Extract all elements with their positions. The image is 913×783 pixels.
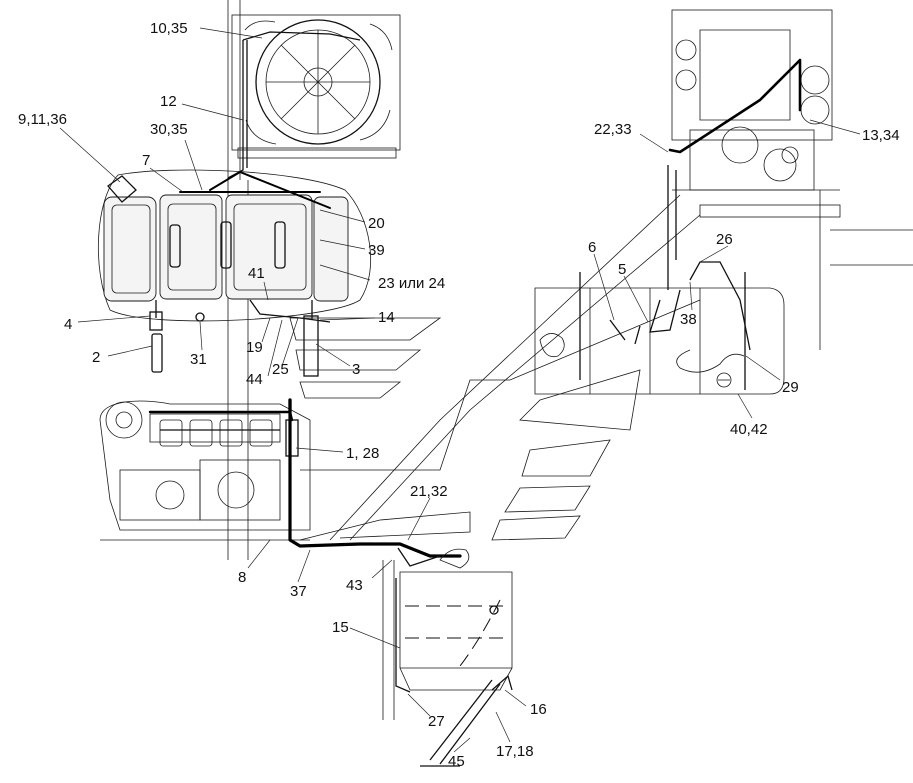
- callout-23-or-24: 23 или 24: [378, 275, 445, 292]
- callout-45: 45: [448, 753, 465, 770]
- engine-side-view: [99, 400, 311, 541]
- fuel-tank: [491, 250, 785, 541]
- callout-30-35: 30,35: [150, 121, 188, 138]
- callout-9-11-36: 9,11,36: [18, 111, 67, 128]
- callout-37: 37: [290, 583, 307, 600]
- callout-10-35: 10,35: [150, 20, 188, 37]
- main-harness-trunk: [288, 398, 462, 558]
- callout-40-42: 40,42: [730, 421, 768, 438]
- battery-compartment: [97, 169, 442, 399]
- callout-labels: 10,35 12 9,11,36 30,35 7 20 39 23 или 24…: [18, 20, 900, 770]
- callout-3: 3: [352, 361, 360, 378]
- callout-43: 43: [346, 577, 363, 594]
- callout-41: 41: [248, 265, 265, 282]
- bottom-tank-assembly: [382, 547, 513, 767]
- callout-17-18: 17,18: [496, 743, 534, 760]
- callout-25: 25: [272, 361, 289, 378]
- callout-8: 8: [238, 569, 246, 586]
- callout-13-34: 13,34: [862, 127, 900, 144]
- callout-14: 14: [378, 309, 395, 326]
- callout-6: 6: [588, 239, 596, 256]
- leader-lines: [59, 27, 861, 753]
- callout-12: 12: [160, 93, 177, 110]
- callout-31: 31: [190, 351, 207, 368]
- callout-21-32: 21,32: [410, 483, 448, 500]
- callout-4: 4: [64, 316, 72, 333]
- callout-1-28: 1, 28: [346, 445, 379, 462]
- callout-29: 29: [782, 379, 799, 396]
- callout-39: 39: [368, 242, 385, 259]
- callout-16: 16: [530, 701, 547, 718]
- callout-44: 44: [246, 371, 263, 388]
- engine-rear-view: [667, 9, 913, 350]
- callout-26: 26: [716, 231, 733, 248]
- callout-27: 27: [428, 713, 445, 730]
- callout-19: 19: [246, 339, 263, 356]
- callout-2: 2: [92, 349, 100, 366]
- callout-38: 38: [680, 311, 697, 328]
- callout-15: 15: [332, 619, 349, 636]
- callout-5: 5: [618, 261, 626, 278]
- callout-7: 7: [142, 152, 150, 169]
- callout-22-33: 22,33: [594, 121, 632, 138]
- callout-20: 20: [368, 215, 385, 232]
